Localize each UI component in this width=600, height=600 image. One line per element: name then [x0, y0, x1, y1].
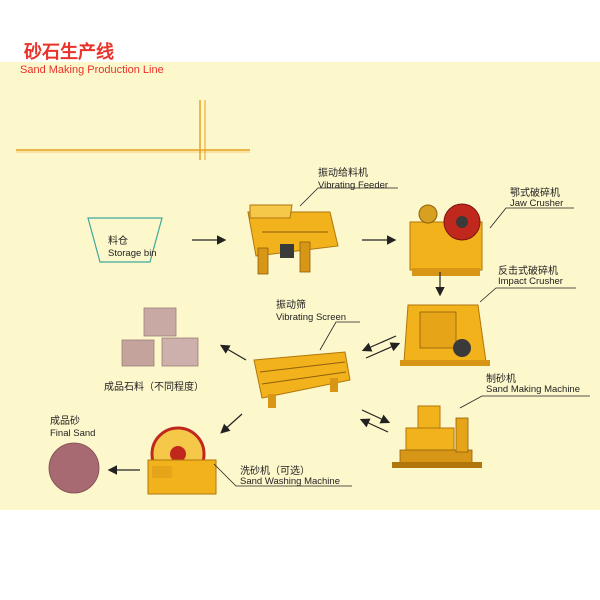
jaw-crusher-label-en: Jaw Crusher	[510, 198, 564, 209]
storage-bin-label-cn: 料仓	[108, 236, 128, 247]
leader-lines	[213, 187, 590, 487]
arrow-screen-to-stone	[219, 344, 247, 361]
title-decoration	[16, 100, 250, 160]
impact-crusher-label-cn: 反击式破碎机	[498, 266, 558, 277]
vibrating-screen-icon	[253, 351, 351, 408]
sand-washing-machine-icon	[147, 426, 217, 495]
vibrating-screen-label-cn: 振动筛	[276, 300, 306, 311]
final-sand-sample	[48, 442, 100, 494]
impact-crusher-label-en: Impact Crusher	[498, 276, 563, 287]
arrow-screen-to-impact	[365, 342, 401, 359]
sand-washing-machine-label-cn: 洗砂机（可选）	[240, 466, 310, 477]
impact-crusher-icon	[400, 304, 490, 366]
finished-stone-label-cn: 成品石料（不同程度）	[104, 382, 204, 393]
sand-making-machine-label-cn: 制砂机	[486, 374, 516, 385]
arrow-impact-to-screen	[361, 335, 397, 352]
page-title-en: Sand Making Production Line	[20, 64, 164, 76]
sand-washing-machine-label-en: Sand Washing Machine	[240, 476, 340, 487]
storage-bin-label-en: Storage bin	[108, 248, 157, 259]
final-sand-label-en: Final Sand	[50, 428, 96, 439]
final-sand-label-cn: 成品砂	[50, 416, 80, 427]
flow-arrows	[107, 235, 445, 475]
sand-making-machine-icon	[392, 405, 482, 468]
jaw-crusher-label-cn: 鄂式破碎机	[510, 188, 560, 199]
arrow-sandmaker-to-screen	[359, 418, 389, 433]
diagram-background	[0, 62, 600, 510]
finished-stone-samples	[121, 307, 199, 367]
jaw-crusher-icon	[409, 203, 483, 276]
sand-making-machine-label-en: Sand Making Machine	[486, 384, 580, 395]
arrow-screen-to-washer	[220, 413, 243, 434]
vibrating-screen-label-en: Vibrating Screen	[276, 312, 347, 323]
page-title-cn: 砂石生产线	[24, 42, 114, 63]
vibrating-feeder-icon	[247, 204, 339, 275]
vibrating-feeder-label-en: Vibrating Feeder	[318, 180, 389, 191]
storage-bin-icon	[87, 217, 163, 263]
vibrating-feeder-label-cn: 振动给料机	[318, 168, 368, 179]
arrow-screen-to-sandmaker	[361, 409, 391, 424]
